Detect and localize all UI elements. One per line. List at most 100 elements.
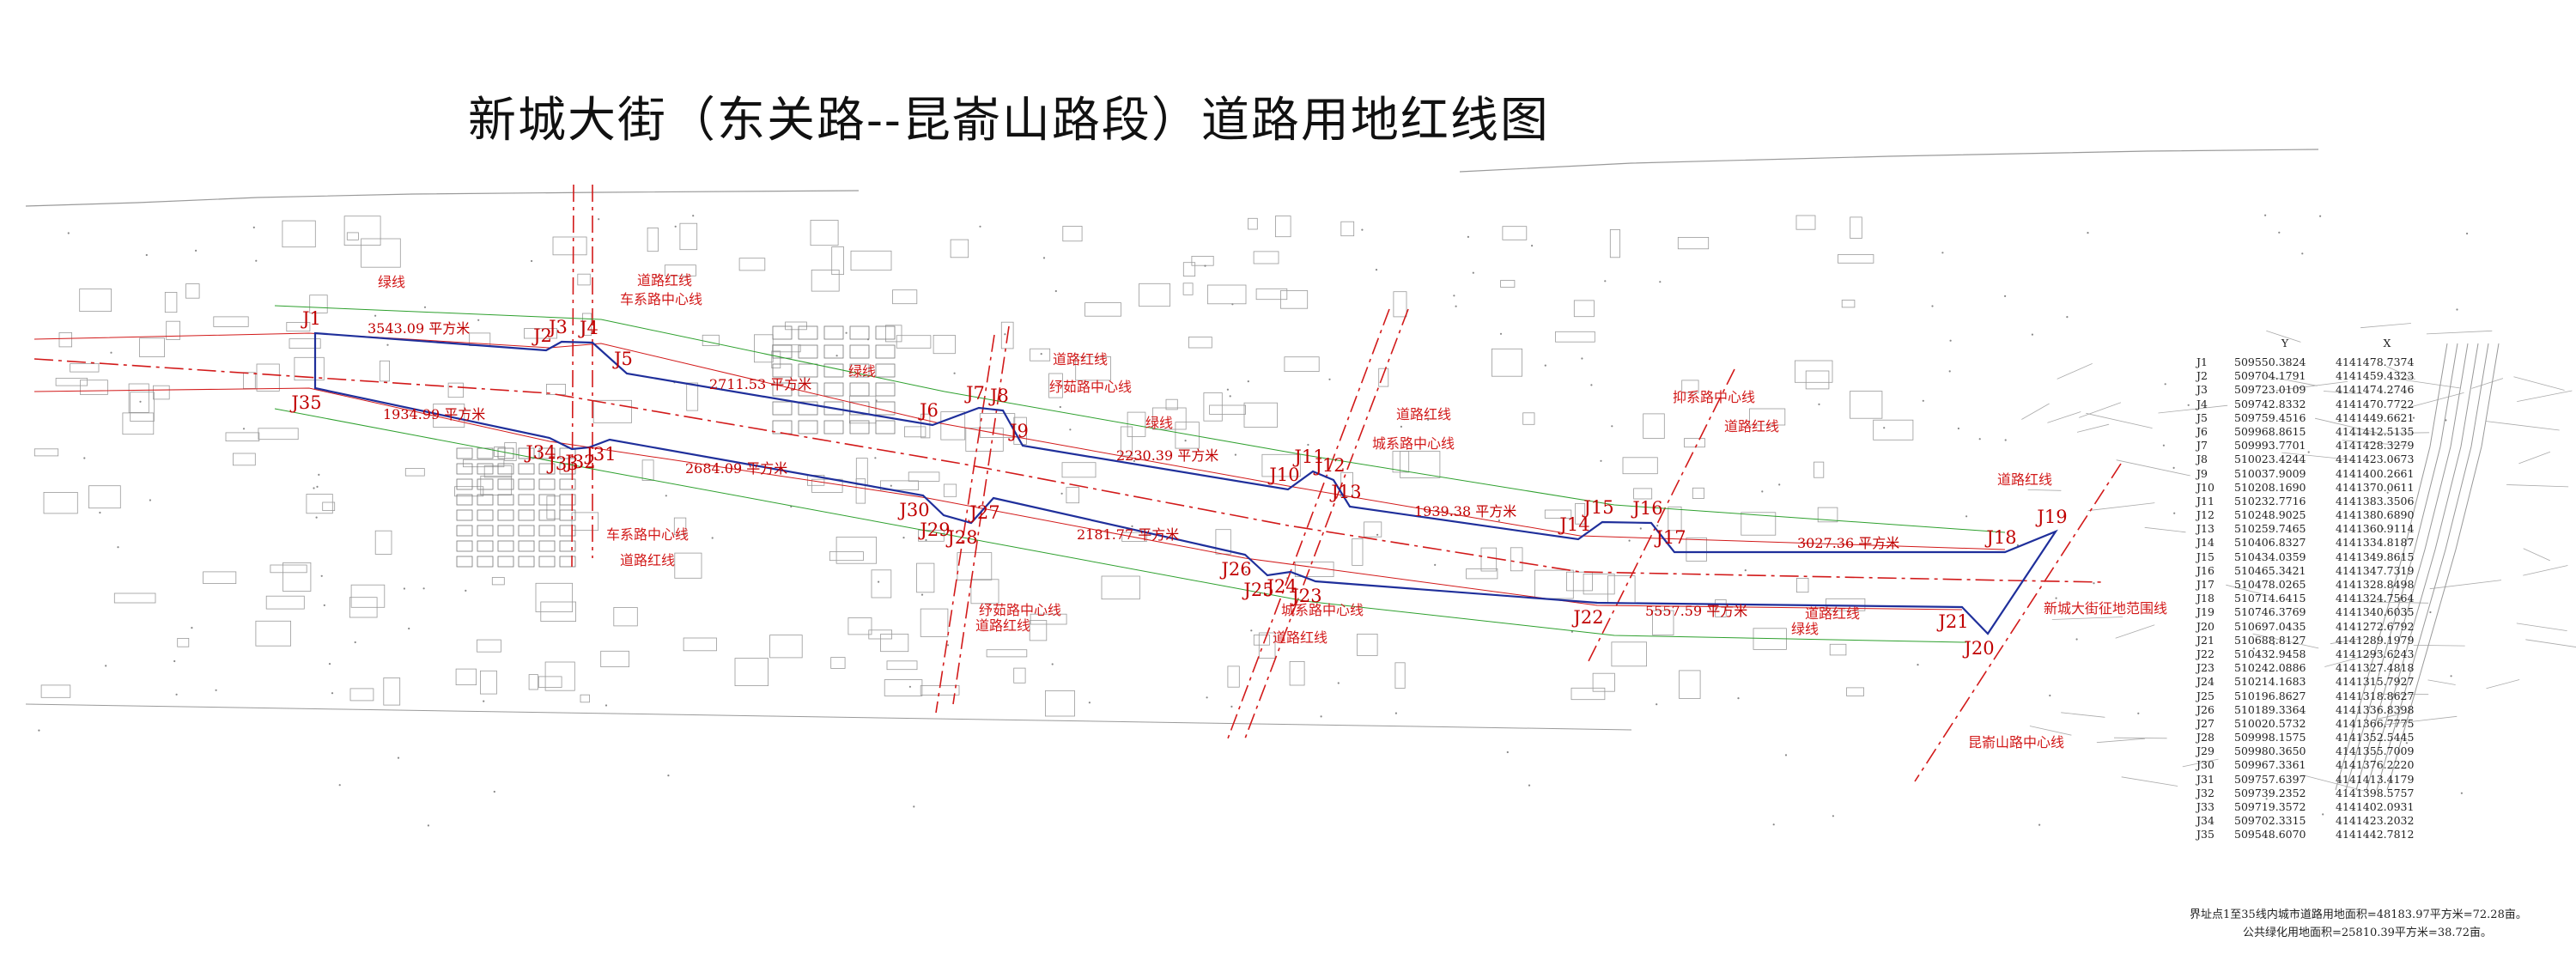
base-dot (2038, 823, 2041, 826)
base-dot (1247, 380, 1249, 383)
base-dot (191, 627, 193, 629)
map-annotation: 车系路中心线 (606, 526, 689, 543)
map-annotation: 道路红线 (620, 552, 675, 568)
header-x: X (2383, 337, 2391, 349)
point-label: J15 (1582, 497, 1613, 518)
base-dot (1499, 332, 1503, 335)
point-id: J30 (2196, 758, 2215, 772)
base-dot (2004, 295, 2007, 297)
base-building (823, 382, 844, 397)
base-building (986, 649, 1028, 658)
base-building (855, 458, 868, 485)
base-dot (374, 314, 377, 317)
base-contour (2517, 390, 2573, 402)
base-building (497, 509, 514, 521)
base-building (33, 448, 59, 457)
base-building (916, 562, 935, 593)
base-building (754, 334, 774, 363)
base-dot (1628, 539, 1631, 542)
point-label: J27 (968, 502, 999, 523)
base-building (1203, 392, 1223, 422)
base-building (1741, 512, 1777, 536)
base-contour (2386, 343, 2500, 791)
base-building (258, 428, 299, 441)
base-dot (1656, 525, 1659, 527)
coord-x: 4141376.2220 (2336, 758, 2415, 772)
coord-y: 509980.3650 (2234, 744, 2306, 758)
coord-y: 510688.8127 (2234, 633, 2306, 647)
base-building (477, 494, 494, 506)
base-dot (1230, 705, 1233, 708)
base-building (518, 494, 535, 506)
base-building (350, 584, 386, 608)
base-dot (242, 428, 246, 430)
base-building (518, 463, 535, 475)
base-building (1340, 221, 1355, 237)
base-building (1013, 667, 1026, 684)
base-dot (1206, 696, 1208, 699)
base-building (447, 382, 464, 398)
base-building (1061, 462, 1097, 478)
base-building (679, 222, 698, 251)
base-contour (2275, 381, 2348, 392)
base-building (1207, 284, 1247, 305)
base-dot (979, 225, 981, 228)
base-dot (2187, 404, 2190, 406)
base-building (855, 478, 866, 504)
base-building (538, 478, 556, 490)
base-building (875, 401, 896, 416)
point-id: J26 (2196, 702, 2215, 716)
base-dot (2004, 439, 2007, 441)
point-label: J29 (918, 519, 950, 540)
base-building (1066, 487, 1080, 504)
base-dot (1229, 395, 1231, 398)
base-building (1677, 236, 1710, 250)
base-dot (2319, 215, 2322, 217)
point-label: J25 (1242, 580, 1273, 600)
coord-y: 509993.7701 (2234, 439, 2306, 453)
base-building (242, 372, 256, 389)
road-red-line (33, 387, 1963, 611)
base-dot (1883, 427, 1886, 429)
base-building (518, 540, 535, 552)
base-building (1583, 574, 1615, 595)
base-building (1029, 620, 1048, 641)
base-building (1668, 506, 1682, 532)
point-label: J13 (1329, 482, 1361, 502)
base-dot (1231, 303, 1234, 306)
base-building (1500, 280, 1516, 288)
base-building (1248, 217, 1258, 230)
base-building (600, 650, 629, 667)
coord-x: 4141349.8615 (2336, 550, 2415, 563)
base-building (772, 344, 793, 359)
point-id: J4 (2196, 397, 2208, 410)
point-id: J1 (2196, 355, 2208, 368)
base-building (518, 525, 535, 537)
area-label: 2230.39 平方米 (1116, 447, 1218, 464)
base-building (880, 634, 909, 653)
base-building (1400, 451, 1441, 478)
base-building (970, 579, 999, 605)
base-building (546, 495, 561, 519)
area-label: 1934.99 平方米 (383, 406, 485, 422)
coord-y: 510697.0435 (2234, 619, 2306, 633)
base-building (55, 378, 88, 386)
point-id: J23 (2196, 661, 2215, 675)
coord-x: 4141327.4818 (2336, 661, 2415, 675)
coord-x: 4141398.5757 (2336, 786, 2415, 799)
coord-x: 4141340.6035 (2336, 605, 2415, 619)
base-building (1139, 283, 1170, 307)
base-contour (2525, 639, 2576, 647)
base-building (1227, 665, 1240, 688)
base-dot (427, 824, 429, 827)
map-annotation: 道路红线 (1053, 351, 1108, 368)
coord-y: 509759.4516 (2234, 410, 2306, 424)
base-dot (422, 587, 425, 590)
base-building (920, 413, 931, 439)
base-contour (2226, 584, 2271, 597)
